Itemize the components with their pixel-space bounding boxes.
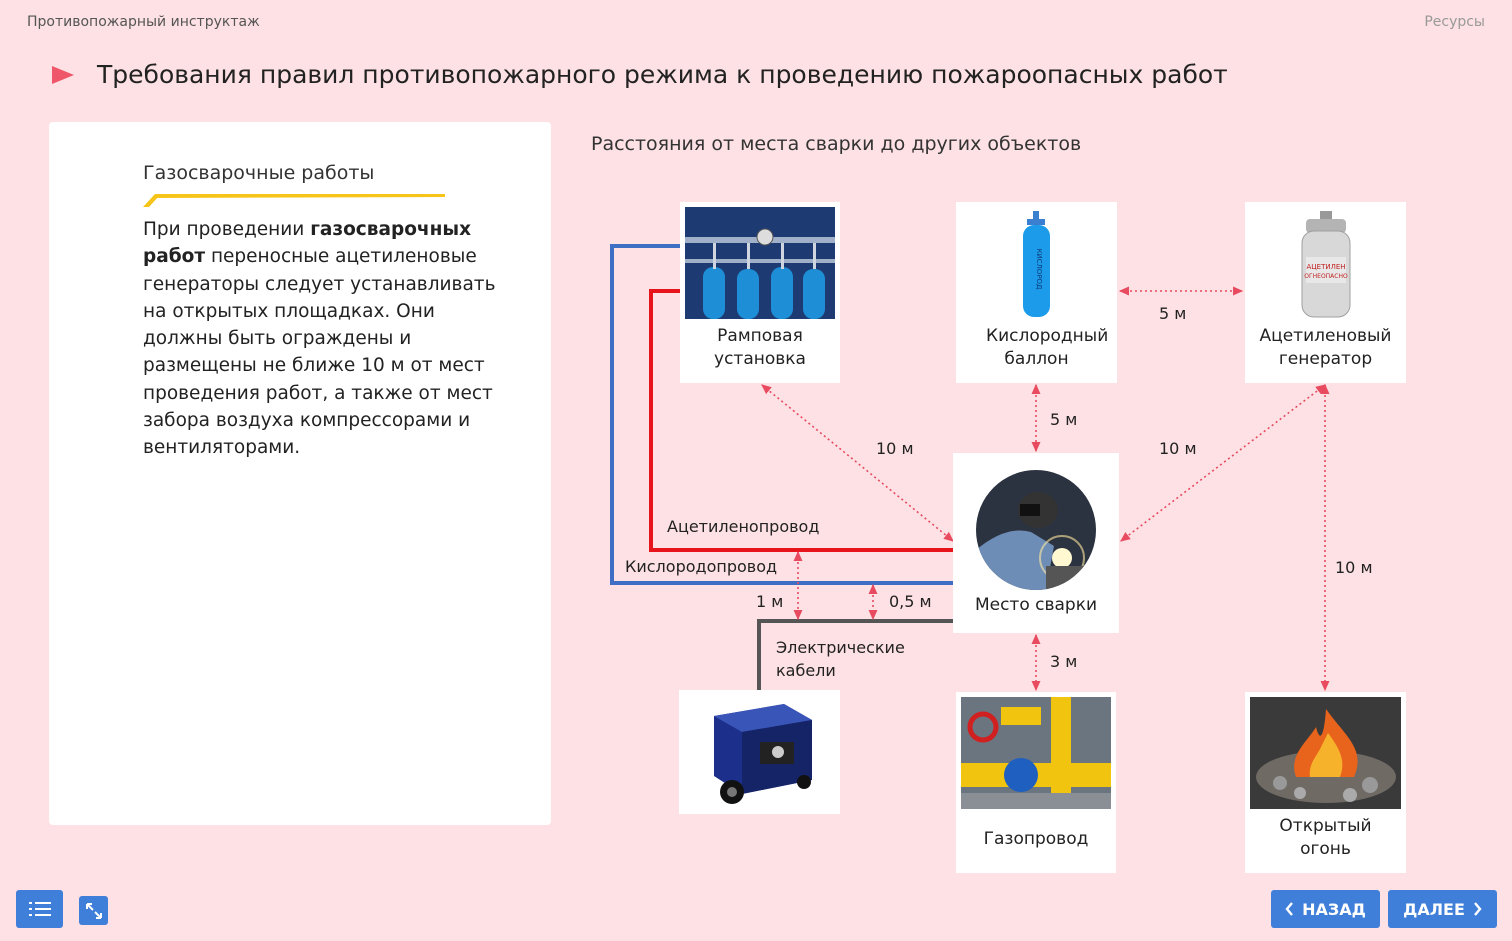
dist-ramp-welding <box>761 384 954 542</box>
cable-line <box>757 619 955 690</box>
fire-caption: Открытый огонь <box>1279 816 1372 859</box>
gas-pipe-image <box>961 697 1111 809</box>
course-title: Противопожарный инструктаж <box>27 14 260 30</box>
welding-machine-image <box>684 694 835 810</box>
acetylene-pipe-line <box>649 289 955 552</box>
text-card: Газосварочные работы При проведении газо… <box>49 122 551 825</box>
label-dist-pipe-cable: 1 м <box>756 592 784 611</box>
back-button[interactable]: НАЗАД <box>1271 890 1380 928</box>
dist-acetylene-welding <box>1120 384 1326 542</box>
node-acetylene: АЦЕТИЛЕН ОГНЕОПАСНО Ацетиленовый генерат… <box>1245 202 1406 383</box>
chevron-right-icon <box>1473 902 1482 916</box>
page-heading: Требования правил противопожарного режим… <box>97 60 1228 89</box>
node-welder-machine <box>679 690 840 814</box>
node-welding: Место сварки <box>953 453 1119 633</box>
ramp-image <box>685 207 835 319</box>
ramp-caption: Рамповая установка <box>714 326 806 369</box>
list-icon <box>28 902 51 916</box>
label-oxygen-pipe: Кислородопровод <box>625 557 778 576</box>
fullscreen-button[interactable] <box>79 896 108 925</box>
node-fire: Открытый огонь <box>1245 692 1406 873</box>
label-dist-oxygen-welding: 5 м <box>1050 410 1078 429</box>
svg-text:ОГНЕОПАСНО: ОГНЕОПАСНО <box>1304 273 1348 280</box>
expand-icon <box>85 902 102 919</box>
diagram-title: Расстояния от места сварки до других объ… <box>591 133 1082 155</box>
gas-pipe-caption: Газопровод <box>983 829 1089 849</box>
svg-text:АЦЕТИЛЕН: АЦЕТИЛЕН <box>1306 263 1345 271</box>
label-dist-acetylene-welding: 10 м <box>1159 439 1197 458</box>
acetylene-generator-image: АЦЕТИЛЕН ОГНЕОПАСНО <box>1250 207 1401 319</box>
node-oxygen: КИСЛОРОД Кислородный баллон <box>956 202 1117 383</box>
label-dist-welding-gas: 3 м <box>1050 652 1078 671</box>
next-button[interactable]: ДАЛЕЕ <box>1388 890 1497 928</box>
chevron-left-icon <box>1285 902 1294 916</box>
open-fire-image <box>1250 697 1401 809</box>
welding-caption: Место сварки <box>974 595 1098 615</box>
label-dist-acetylene-fire: 10 м <box>1335 558 1373 577</box>
resources-link[interactable]: Ресурсы <box>1424 14 1485 30</box>
oxygen-cylinder-image: КИСЛОРОД <box>961 207 1112 319</box>
play-arrow-icon <box>52 66 74 84</box>
oxygen-pipe-line <box>610 244 955 585</box>
node-gas-pipe: Газопровод <box>956 692 1116 873</box>
title-underline <box>143 194 445 207</box>
next-label: ДАЛЕЕ <box>1403 899 1465 919</box>
card-title: Газосварочные работы <box>143 162 375 184</box>
menu-button[interactable] <box>16 890 63 928</box>
label-dist-oxygen-pipe-cable: 0,5 м <box>889 592 932 611</box>
card-body-text: При проведении газосварочных работ перен… <box>143 219 496 459</box>
back-label: НАЗАД <box>1302 899 1366 919</box>
acetylene-caption: Ацетиленовый генератор <box>1259 326 1392 369</box>
welder-image <box>976 470 1096 590</box>
label-dist-oxygen-acetylene: 5 м <box>1159 304 1187 323</box>
oxygen-caption: Кислородный баллон <box>986 326 1109 369</box>
svg-text:КИСЛОРОД: КИСЛОРОД <box>1035 248 1043 290</box>
label-dist-ramp-welding: 10 м <box>876 439 914 458</box>
node-ramp: Рамповая установка <box>680 202 840 383</box>
label-cables: Электрические кабели <box>776 638 905 680</box>
label-acetylene-pipe: Ацетиленопровод <box>667 517 820 536</box>
